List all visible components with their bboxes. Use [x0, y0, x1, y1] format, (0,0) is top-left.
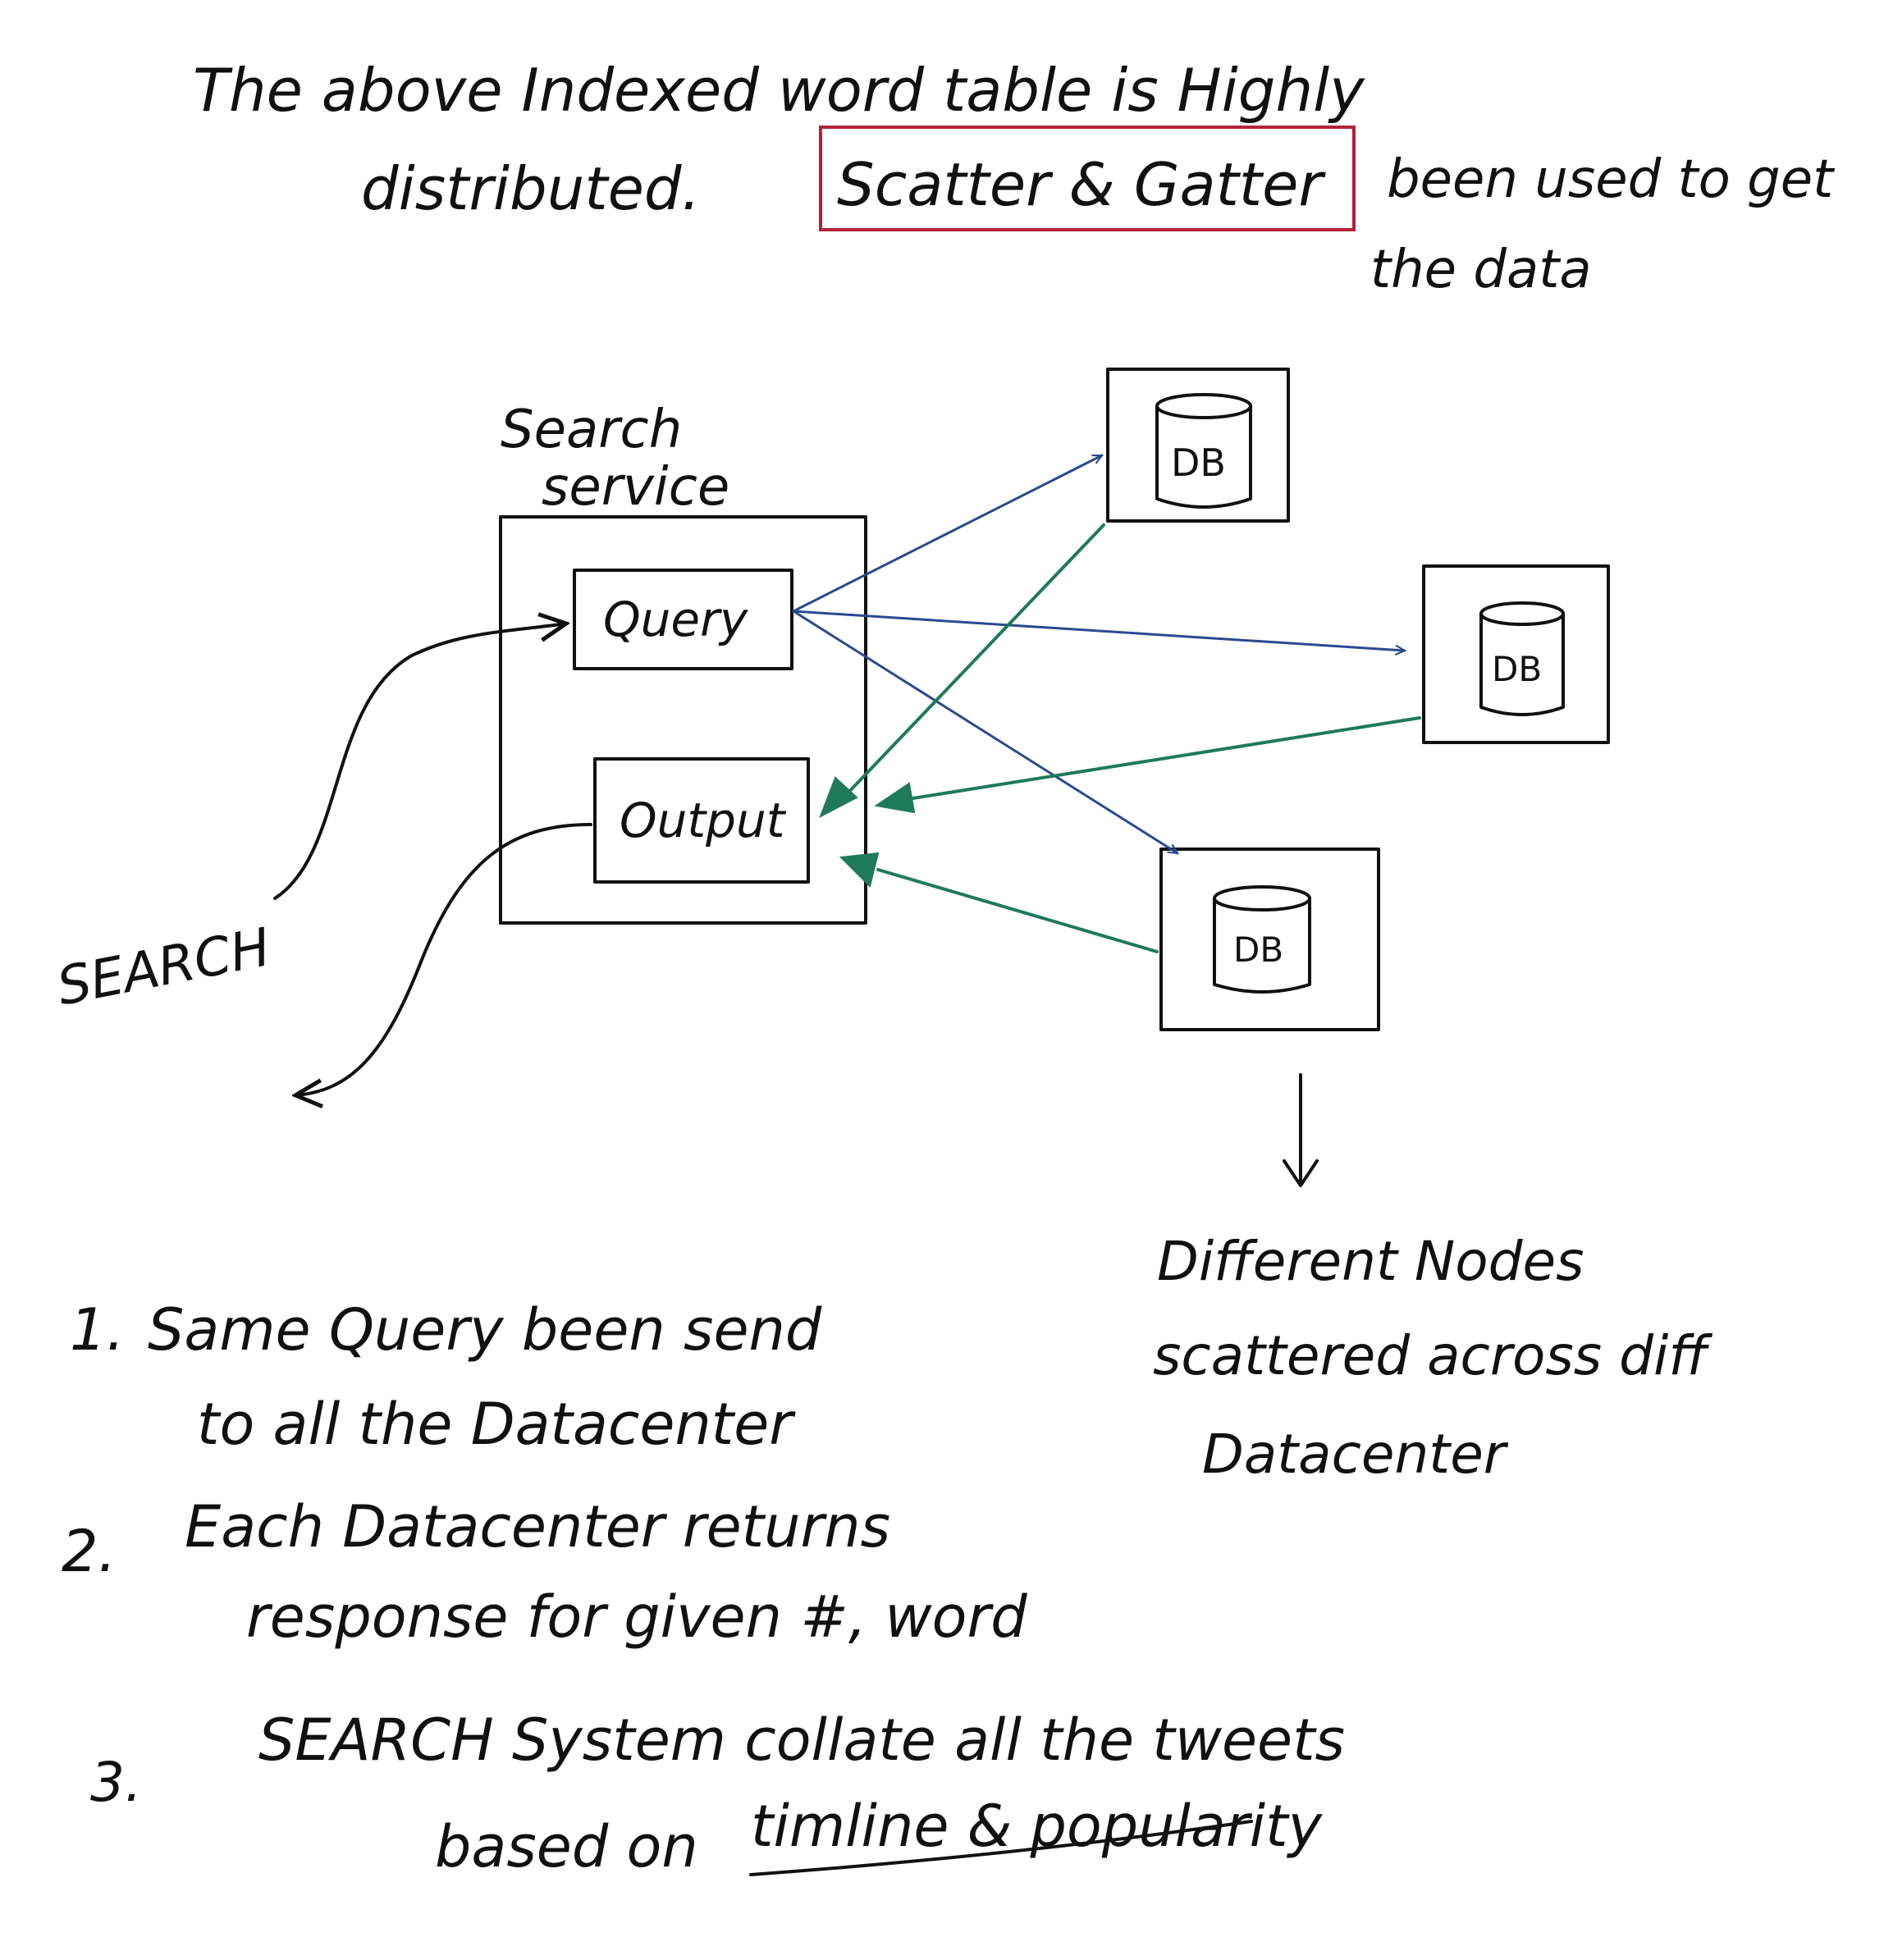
step-3-number: 3. [90, 1751, 142, 1814]
db-node-1: DB [1106, 368, 1290, 523]
search-output-arrow [295, 823, 592, 1095]
gather-arrow-db3 [876, 868, 1159, 953]
search-service-title-1: Search [501, 400, 682, 460]
search-label: SEARCH [53, 917, 275, 1018]
step-1-line-1: Same Query been send [148, 1296, 822, 1364]
scatter-gather-label: Scatter & Gatter [837, 150, 1326, 219]
query-box [573, 569, 793, 670]
search-service-title-2: service [542, 457, 729, 518]
nodes-note-line-2: scattered across diff [1153, 1324, 1713, 1387]
header-line-3: the data [1370, 240, 1592, 300]
step-3-line-2: based on [435, 1813, 698, 1880]
db-label-2: DB [1492, 649, 1542, 689]
nodes-note-line-1: Different Nodes [1157, 1230, 1584, 1293]
gather-arrow-db1 [844, 523, 1105, 797]
query-label: Query [603, 592, 748, 647]
gather-arrowhead-db3 [839, 852, 880, 888]
gather-arrowhead-db2 [874, 782, 916, 814]
step-3-underline [749, 1820, 1253, 1876]
nodes-note-line-3: Datacenter [1202, 1423, 1509, 1486]
scatter-gather-highlight-box [819, 126, 1356, 231]
nodes-note-arrowhead [1283, 1159, 1319, 1187]
output-box [593, 757, 810, 884]
scatter-arrow-db3 [792, 610, 1178, 855]
gather-arrowhead-db1 [819, 776, 858, 819]
search-input-arrow [273, 624, 566, 900]
step-3-line-1: SEARCH System collate all the tweets [258, 1706, 1345, 1774]
header-line-1: The above Indexed word table is Highly [193, 56, 1365, 125]
header-line-2: distributed. [361, 154, 701, 223]
step-1-line-2: to all the Datacenter [197, 1391, 796, 1458]
search-service-box [499, 515, 867, 925]
db-node-3: DB [1159, 848, 1380, 1031]
scatter-arrow-db1 [792, 454, 1102, 613]
step-2-line-2: response for given #, word [246, 1583, 1027, 1651]
db-node-2: DB [1422, 564, 1610, 744]
output-label: Output [620, 793, 787, 848]
db-label-1: DB [1171, 441, 1226, 485]
step-2-number: 2. [62, 1518, 117, 1585]
db-label-3: DB [1233, 930, 1283, 970]
step-2-line-1: Each Datacenter returns [185, 1493, 890, 1560]
header-line-2-rest: been used to get [1387, 149, 1836, 210]
scatter-arrow-db2 [792, 610, 1405, 651]
step-1-number: 1. [70, 1296, 125, 1364]
gather-arrow-db2 [901, 716, 1421, 802]
